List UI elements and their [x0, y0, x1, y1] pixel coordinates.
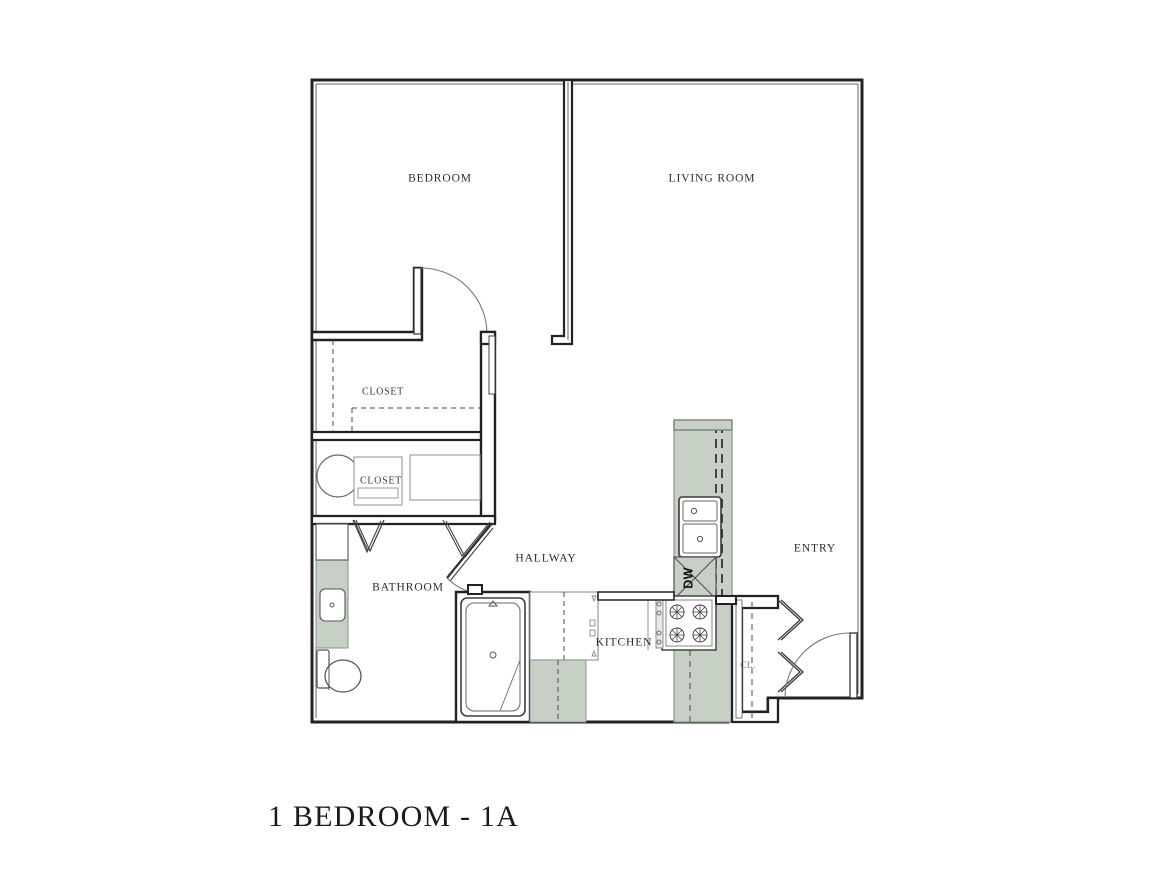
toilet-icon — [316, 649, 362, 693]
linen-closet-area — [310, 454, 497, 526]
kitchen-counters — [647, 419, 733, 723]
coat-closet — [730, 594, 804, 724]
sink-basin-icon — [319, 588, 346, 622]
hall-east-wall — [479, 330, 497, 522]
entry-door — [784, 632, 858, 699]
kitchen-sink-icon — [678, 496, 722, 558]
lower-wall-jogs — [597, 591, 737, 605]
range-icon — [655, 595, 717, 651]
appliance-labels: DW — [681, 567, 695, 588]
bedroom-south-wall — [310, 266, 488, 342]
room-label-hallway: HALLWAY — [515, 553, 576, 565]
round-fixture-icon — [316, 454, 360, 498]
refrigerator-icon — [529, 591, 599, 723]
room-label-coat-closet: CL. — [740, 660, 755, 670]
room-label-entry: ENTRY — [794, 543, 836, 555]
dishwasher-label: DW — [681, 567, 695, 588]
room-label-closet-walkin: CLOSET — [362, 386, 404, 397]
room-label-living-room: LIVING ROOM — [669, 173, 756, 185]
room-label-kitchen: KITCHEN — [596, 637, 653, 649]
page-title: 1 BEDROOM - 1A — [268, 800, 519, 833]
room-label-bathroom: BATHROOM — [372, 582, 444, 594]
bathtub-icon — [454, 584, 532, 724]
room-labels: BEDROOM LIVING ROOM CLOSET CLOSET BATHRO… — [360, 173, 836, 670]
room-label-bedroom: BEDROOM — [408, 173, 472, 185]
room-label-closet-linen: CLOSET — [360, 475, 402, 486]
bathroom-fixtures — [315, 523, 532, 724]
dishwasher-icon — [673, 556, 717, 600]
bedroom-living-partition — [550, 78, 574, 346]
